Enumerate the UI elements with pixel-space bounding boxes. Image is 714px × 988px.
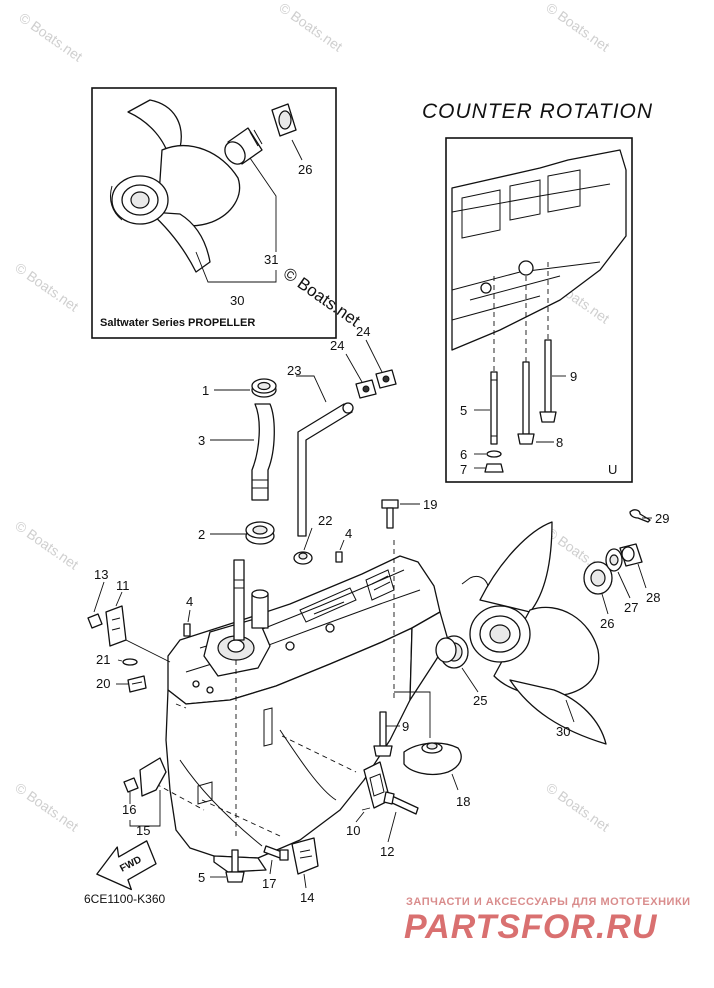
brand-subtitle: ЗАПЧАСТИ И АКСЕССУАРЫ ДЛЯ МОТОТЕХНИКИ — [406, 896, 691, 908]
counter-rotation-inset: 5 6 7 8 9 U — [445, 137, 633, 483]
callout-26: 26 — [298, 162, 312, 177]
callout-8: 8 — [556, 435, 563, 450]
callout-24: 24 — [356, 324, 370, 339]
inset-label-u: U — [608, 462, 617, 477]
brand-watermark: ЗАПЧАСТИ И АКСЕССУАРЫ ДЛЯ МОТОТЕХНИКИ PA… — [404, 896, 691, 946]
callout-22: 22 — [318, 513, 332, 528]
inset-watermark: © Boats.net — [280, 264, 364, 331]
o-ring — [122, 658, 138, 666]
stud — [490, 371, 498, 445]
dowel-pin — [183, 623, 191, 637]
watermark: © Boats.net — [16, 9, 85, 64]
cotter-pin — [629, 509, 651, 523]
flange-bolt — [373, 711, 393, 757]
trim-tab-screw — [87, 613, 103, 629]
cover — [291, 837, 319, 875]
water-hose — [251, 403, 275, 501]
watermark: © Boats.net — [543, 779, 612, 834]
callout-26: 26 — [600, 616, 614, 631]
rubber-seal-plates — [345, 339, 397, 399]
forward-direction-arrow: FWD — [96, 840, 157, 891]
grommet — [251, 378, 277, 398]
callout-18: 18 — [456, 794, 470, 809]
bolt — [225, 849, 245, 883]
flange-bolt — [539, 339, 557, 423]
saltwater-propeller-inset: 26 31 30 Saltwater Series PROPELLER — [91, 87, 337, 339]
callout-12: 12 — [380, 844, 394, 859]
callout-21: 21 — [96, 652, 110, 667]
callout-27: 27 — [624, 600, 638, 615]
callout-4: 4 — [345, 526, 352, 541]
callout-5: 5 — [460, 403, 467, 418]
nut — [484, 463, 504, 473]
callout-13: 13 — [94, 567, 108, 582]
oil-seal — [245, 521, 275, 545]
screw — [263, 845, 289, 861]
callout-30: 30 — [556, 724, 570, 739]
inset-frame — [91, 87, 337, 339]
callout-16: 16 — [122, 802, 136, 817]
callout-30: 30 — [230, 293, 244, 308]
counter-rotation-title: COUNTER ROTATION — [422, 100, 653, 123]
watermark: © Boats.net — [543, 0, 612, 55]
lower-casing — [155, 540, 449, 873]
callout-7: 7 — [460, 462, 467, 477]
callout-17: 17 — [262, 876, 276, 891]
callout-23: 23 — [287, 363, 301, 378]
washer — [605, 548, 623, 572]
callout-1: 1 — [202, 383, 209, 398]
callout-24: 24 — [330, 338, 344, 353]
callout-29: 29 — [655, 511, 669, 526]
callout-31: 31 — [264, 252, 278, 267]
spline-sleeve — [224, 127, 263, 165]
watermark: © Boats.net — [12, 259, 81, 314]
diagram-code: 6CE1100-K360 — [84, 892, 165, 906]
inset-caption: Saltwater Series PROPELLER — [100, 317, 255, 329]
inset-washer — [271, 103, 297, 137]
watermark: © Boats.net — [276, 0, 345, 55]
propeller — [461, 521, 607, 745]
bolt — [381, 499, 399, 529]
callout-20: 20 — [96, 676, 110, 691]
trim-tab-anode — [123, 757, 167, 797]
callout-5: 5 — [198, 870, 205, 885]
callout-9: 9 — [570, 369, 577, 384]
spacer — [583, 561, 613, 595]
trim-tab-bolt — [383, 791, 419, 815]
callout-15: 15 — [136, 823, 150, 838]
inset-propeller — [109, 99, 241, 273]
callout-11: 11 — [116, 578, 130, 593]
washer — [486, 450, 502, 458]
callout-2: 2 — [198, 527, 205, 542]
dowel-pin — [335, 551, 343, 563]
water-tube — [297, 402, 354, 537]
callout-4: 4 — [186, 594, 193, 609]
flange-bolt — [517, 361, 535, 445]
propeller-thrust-seal — [435, 635, 469, 669]
callout-10: 10 — [346, 823, 360, 838]
callout-6: 6 — [460, 447, 467, 462]
watermark: © Boats.net — [12, 517, 81, 572]
anode-cap — [403, 742, 462, 776]
brand-name: PARTSFOR.RU — [404, 908, 658, 946]
propeller-nut — [619, 543, 643, 567]
callout-9: 9 — [402, 719, 409, 734]
callout-28: 28 — [646, 590, 660, 605]
callout-19: 19 — [423, 497, 437, 512]
callout-14: 14 — [300, 890, 314, 905]
callout-25: 25 — [473, 693, 487, 708]
watermark: © Boats.net — [12, 779, 81, 834]
anode-bracket — [105, 605, 127, 647]
counter-rotation-frame — [445, 137, 633, 483]
callout-3: 3 — [198, 433, 205, 448]
drain-plug — [127, 675, 147, 693]
tube-collar — [293, 551, 313, 565]
